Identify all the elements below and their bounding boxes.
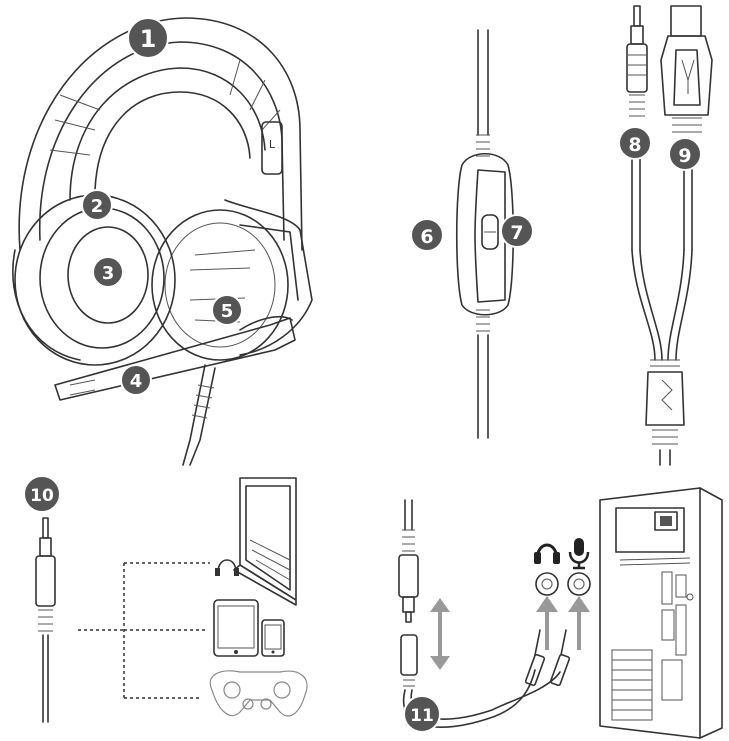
badge-4: 4 [120, 364, 152, 396]
badge-3: 3 [92, 256, 124, 288]
badge-2: 2 [81, 189, 113, 221]
badge-7-label: 7 [510, 222, 523, 244]
side-marker-label: L [269, 138, 276, 151]
headphone-icon [534, 543, 560, 564]
inline-remote-illustration [455, 29, 515, 439]
badge-5-label: 5 [221, 301, 234, 322]
badge-10: 10 [23, 475, 61, 513]
up-arrows [536, 596, 590, 650]
headset-illustration: L [12, 17, 313, 466]
audio-socket [535, 572, 559, 596]
insert-arrow [430, 598, 450, 670]
mic-socket [567, 572, 591, 596]
microphone-icon [568, 538, 590, 570]
plugs-illustration [626, 5, 713, 466]
badge-11-label: 11 [410, 706, 434, 726]
device-compatibility [35, 477, 308, 723]
badge-8: 8 [618, 126, 652, 160]
phone-icon [261, 619, 285, 657]
pc-connection [398, 487, 723, 739]
badge-9: 9 [668, 137, 702, 171]
audio-jack-icon [626, 5, 648, 117]
tablet-icon [213, 599, 259, 657]
badge-10-label: 10 [30, 486, 54, 506]
badge-9-label: 9 [678, 145, 691, 167]
side-marker: L [261, 121, 283, 175]
badge-2-label: 2 [91, 196, 104, 217]
usb-plug-icon [660, 5, 713, 133]
pc-tower-icon [599, 487, 723, 739]
badge-3-label: 3 [102, 263, 115, 284]
badge-7: 7 [500, 214, 534, 248]
laptop-icon [233, 477, 297, 606]
headphone-icon [215, 559, 239, 576]
logo-s-icon [661, 379, 673, 411]
badge-11: 11 [403, 695, 441, 733]
badge-8-label: 8 [628, 134, 641, 156]
badge-4-label: 4 [130, 371, 143, 392]
badge-6: 6 [410, 218, 444, 252]
badge-1: 1 [127, 17, 169, 59]
gamepad-icon [209, 670, 308, 717]
badge-5: 5 [211, 294, 243, 326]
badge-6-label: 6 [420, 226, 433, 248]
badge-1-label: 1 [140, 25, 157, 53]
